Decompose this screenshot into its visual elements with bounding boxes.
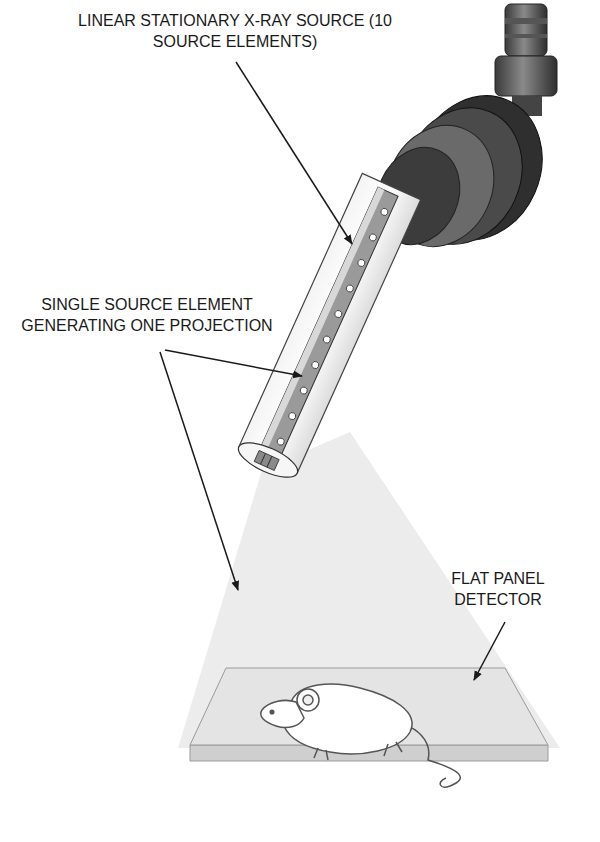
leader-line [165,350,302,376]
leader-lines [160,62,505,680]
callout-label: LINEAR STATIONARY X-RAY SOURCE (10 SOURC… [62,10,408,52]
flat-panel-detector [190,668,548,761]
callout-label: SINGLE SOURCE ELEMENT GENERATING ONE PRO… [2,294,292,336]
leader-line [160,352,238,590]
mouse [261,684,461,787]
leader-line [236,62,352,244]
leader-line [474,622,505,680]
callout-label: FLAT PANEL DETECTOR [418,568,578,610]
